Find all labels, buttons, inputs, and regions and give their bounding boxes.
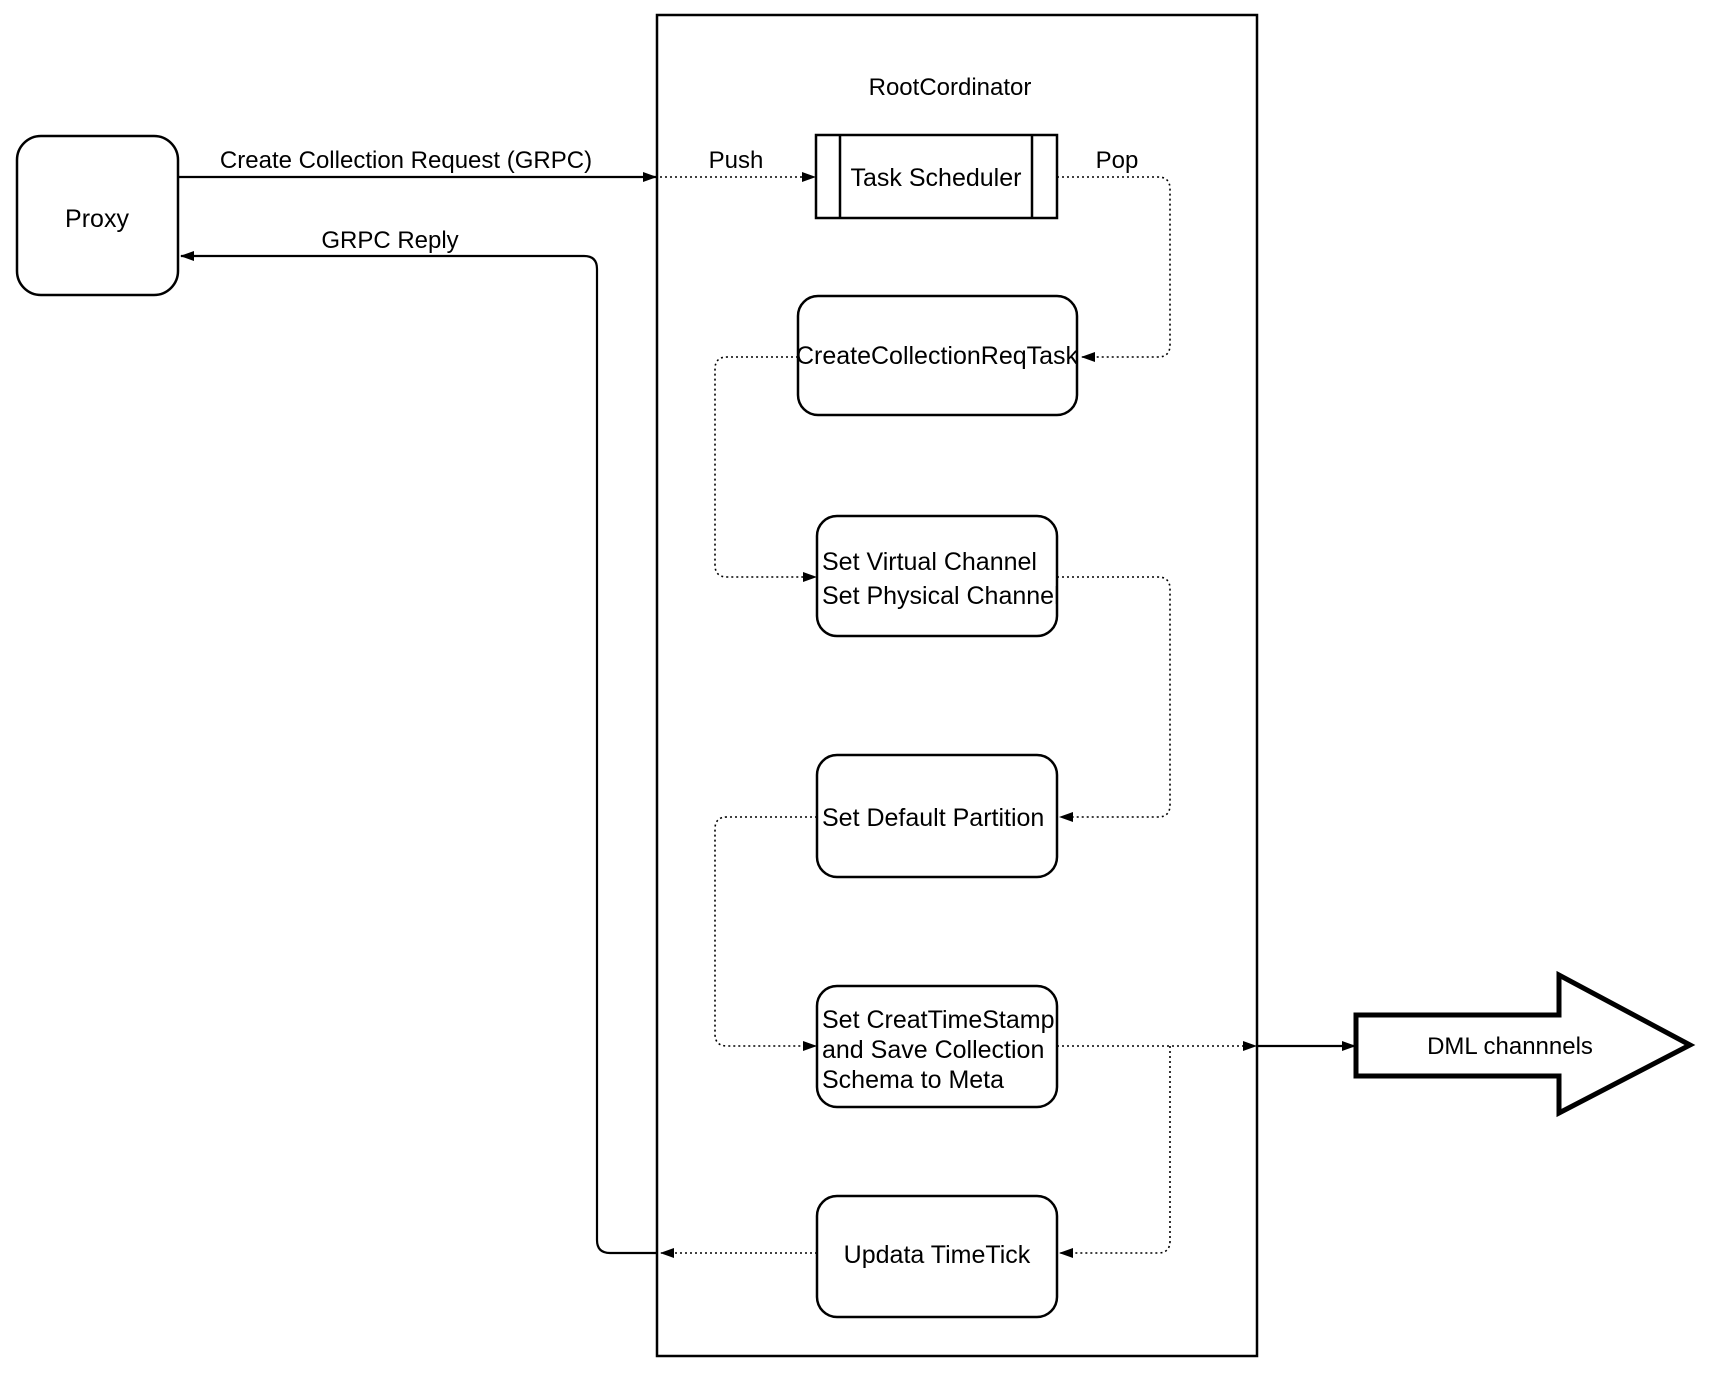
rootcoordinator-container: [655, 13, 1259, 1358]
set-default-partition-label: Set Default Partition: [822, 804, 1044, 832]
grpc-reply-arrow: [180, 251, 657, 1255]
set-virtual-channel-label: Set Virtual Channel: [822, 548, 1037, 576]
create-collection-request-label: Create Collection Request (GRPC): [220, 147, 592, 174]
timestamp-to-timetick-arrow: [1059, 1046, 1171, 1258]
task-scheduler-node: [814, 133, 1059, 220]
pop-arrow: [1057, 176, 1171, 362]
set-creat-timestamp-line2: and Save Collection: [822, 1036, 1044, 1064]
updata-timetick-label: Updata TimeTick: [844, 1241, 1031, 1269]
proxy-label: Proxy: [65, 205, 129, 233]
set-default-partition-node: [815, 753, 1059, 879]
partition-to-timestamp-arrow: [714, 816, 817, 1051]
reqtask-to-setchannels-arrow: [714, 356, 817, 582]
setchannels-to-partition-arrow: [1057, 576, 1171, 822]
dml-channels-node: [1353, 970, 1696, 1118]
dml-channels-label: DML channnels: [1427, 1033, 1593, 1060]
rootcoordinator-title: RootCordinator: [869, 74, 1032, 101]
push-label: Push: [709, 147, 764, 174]
updata-timetick-node: [815, 1194, 1059, 1319]
set-creat-timestamp-line3: Schema to Meta: [822, 1066, 1004, 1094]
set-channels-node: [815, 514, 1059, 638]
proxy-node: [15, 134, 180, 297]
create-collection-req-task-node: [796, 294, 1079, 417]
task-scheduler-label: Task Scheduler: [851, 164, 1022, 192]
create-collection-req-task-label: CreateCollectionReqTask: [796, 342, 1079, 370]
grpc-reply-label: GRPC Reply: [321, 227, 458, 254]
set-creat-timestamp-line1: Set CreatTimeStamp: [822, 1006, 1054, 1034]
set-physical-channel-label: Set Physical Channel: [822, 582, 1060, 610]
pop-label: Pop: [1096, 147, 1139, 174]
